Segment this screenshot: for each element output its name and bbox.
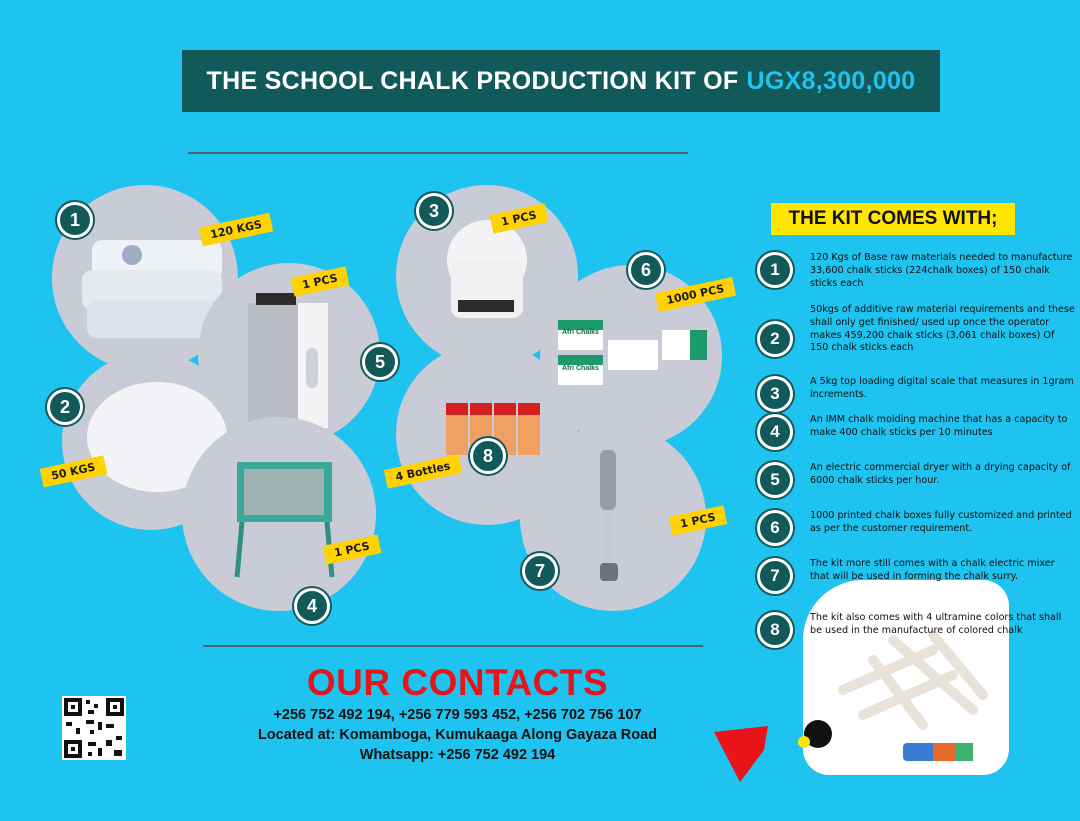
chalk-boxes-image [558, 320, 707, 385]
kit-title: THE KIT COMES WITH; [771, 203, 1015, 235]
product-circle-4 [182, 417, 376, 611]
product-circle-5 [198, 263, 380, 445]
number-badge-5: 5 [362, 344, 398, 380]
mixer-image [600, 450, 618, 581]
kit-item-number: 7 [757, 558, 793, 594]
bottom-divider [203, 645, 703, 647]
kit-item-text: The kit also comes with 4 ultramine colo… [810, 612, 1062, 636]
number-badge-7: 7 [522, 553, 558, 589]
chalk-image-card [803, 580, 1009, 775]
kit-item-3: 3 A 5kg top loading digital scale that m… [757, 376, 1075, 412]
kit-item-number: 1 [757, 252, 793, 288]
number-badge-8: 8 [470, 438, 506, 474]
kit-item-number: 4 [757, 414, 793, 450]
qr-code [62, 696, 126, 760]
kit-item-2: 2 50kgs of additive raw material require… [757, 304, 1075, 357]
kit-item-6: 6 1000 printed chalk boxes fully customi… [757, 510, 1075, 546]
box-brand-label: Afri Chalks [562, 329, 599, 336]
kit-item-5: 5 An electric commercial dryer with a dr… [757, 462, 1075, 498]
kit-item-8: 8 The kit also comes with 4 ultramine co… [757, 612, 1075, 648]
kit-item-number: 5 [757, 462, 793, 498]
number-badge-1: 1 [57, 202, 93, 238]
kit-item-4: 4 An IMM chalk molding machine that has … [757, 414, 1075, 450]
kit-item-7: 7 The kit more still comes with a chalk … [757, 558, 1075, 594]
number-badge-4: 4 [294, 588, 330, 624]
kit-item-number: 8 [757, 612, 793, 648]
kit-item-text: A 5kg top loading digital scale that mea… [810, 376, 1074, 400]
decorative-shapes [714, 720, 832, 782]
kit-item-text: 1000 printed chalk boxes fully customize… [810, 510, 1072, 534]
header-title: THE SCHOOL CHALK PRODUCTION KIT OF [206, 66, 739, 95]
number-badge-6: 6 [628, 252, 664, 288]
contact-phones: +256 752 492 194, +256 779 593 452, +256… [273, 707, 642, 723]
contacts-title: OUR CONTACTS [306, 662, 609, 703]
contact-location: Located at: Komamboga, Kumukaaga Along G… [257, 727, 658, 743]
number-badge-3: 3 [416, 193, 452, 229]
kit-item-text: An electric commercial dryer with a dryi… [810, 462, 1071, 486]
kit-item-text: The kit more still comes with a chalk el… [810, 558, 1055, 582]
number-badge-2: 2 [47, 389, 83, 425]
header-banner: THE SCHOOL CHALK PRODUCTION KIT OF UGX8,… [182, 50, 940, 112]
molding-machine-image [234, 462, 335, 578]
dryer-image [248, 293, 328, 428]
qr-code-icon [64, 698, 124, 758]
kit-item-1: 1 120 Kgs of Base raw materials needed t… [757, 252, 1075, 290]
kit-item-text: 50kgs of additive raw material requireme… [810, 304, 1075, 354]
sacks-image [82, 240, 222, 338]
box-brand-label: Afri Chalks [562, 365, 599, 372]
top-divider [188, 152, 688, 154]
header-price: UGX8,300,000 [746, 66, 916, 95]
product-circle-1 [52, 185, 238, 371]
bag-image [87, 382, 227, 492]
contact-whatsapp: Whatsapp: +256 752 492 194 [359, 747, 556, 763]
scale-image [447, 220, 527, 318]
kit-item-number: 6 [757, 510, 793, 546]
kit-item-number: 3 [757, 376, 793, 412]
kit-item-text: An IMM chalk molding machine that has a … [810, 414, 1068, 438]
kit-item-text: 120 Kgs of Base raw materials needed to … [810, 252, 1073, 289]
chalk-sticks-image [838, 630, 988, 761]
kit-item-number: 2 [757, 321, 793, 357]
